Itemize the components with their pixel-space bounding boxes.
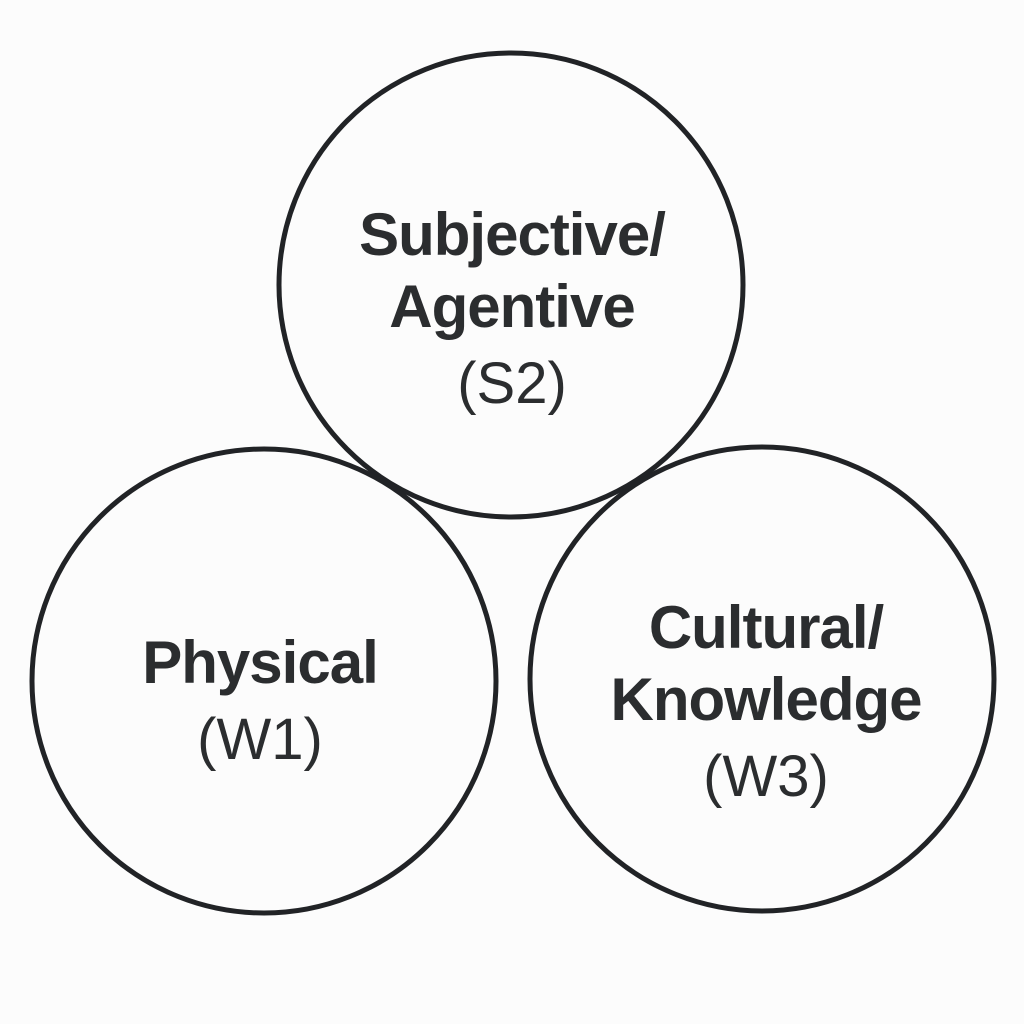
cultural-knowledge-label-line-1: Cultural/ [648,594,884,661]
cultural-knowledge-label: Cultural/ Knowledge (W3) [610,592,922,809]
physical-code: (W1) [197,707,323,772]
physical-circle [29,446,499,916]
subjective-agentive-label: Subjective/ Agentive (S2) [359,199,666,416]
cultural-knowledge-label-line-2: Knowledge [610,666,922,733]
subjective-agentive-code: (S2) [457,351,567,416]
subjective-agentive-label-line-1: Subjective/ [359,201,666,268]
physical-label: Physical (W1) [142,627,378,771]
cultural-knowledge-circle [527,444,997,914]
subjective-agentive-circle [276,50,746,520]
subjective-agentive-label-line-2: Agentive [389,273,635,340]
physical-label-line-1: Physical [142,629,378,696]
cultural-knowledge-code: (W3) [703,744,829,809]
